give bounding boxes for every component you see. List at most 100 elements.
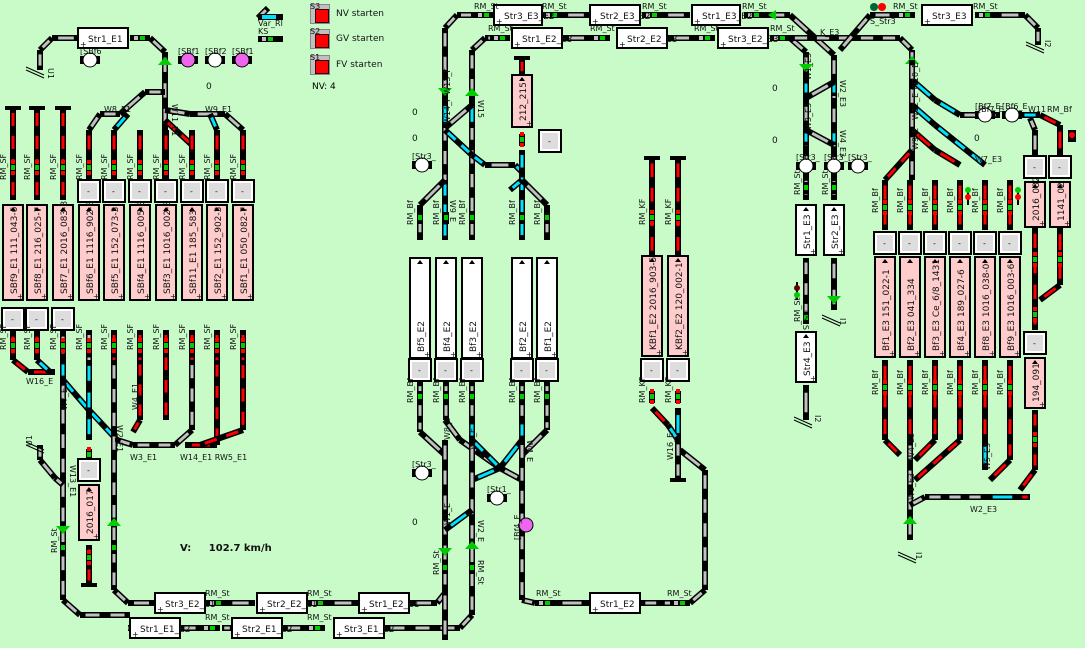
- dash-button-face: [235, 183, 251, 199]
- track-section: [210, 116, 217, 128]
- feedback-led: [883, 391, 887, 395]
- track-block-bf1_e3[interactable]: [874, 256, 896, 358]
- block-label: SBf2_E1 152_902-3: [214, 207, 224, 294]
- block[interactable]: [256, 592, 308, 614]
- track-block-sbf8_e1[interactable]: [26, 204, 48, 301]
- track-block-sbf5_e1[interactable]: [103, 204, 125, 301]
- sensor-icon[interactable]: [826, 158, 842, 174]
- dash-button-face: [106, 183, 122, 199]
- block[interactable]: [129, 617, 181, 639]
- track-label: RM_SF: [203, 323, 212, 350]
- feedback-led: [444, 215, 448, 220]
- track-block-bf3_e3[interactable]: [924, 256, 946, 358]
- plus-icon: +: [41, 292, 48, 301]
- feedback-led: [908, 211, 912, 215]
- block[interactable]: [589, 4, 641, 26]
- block[interactable]: [358, 592, 410, 614]
- feedback-led: [87, 160, 91, 164]
- feedback-led: [190, 349, 194, 353]
- nv-start-control[interactable]: S3 NV starten: [310, 2, 384, 24]
- sensor-icon[interactable]: [234, 52, 250, 68]
- block[interactable]: [493, 4, 543, 26]
- block-label: Str3_E3_E2: [504, 12, 555, 22]
- track-block-sbf3_e1[interactable]: [155, 204, 177, 301]
- sensor-icon[interactable]: [798, 158, 814, 174]
- sensor-icon[interactable]: [977, 107, 993, 123]
- gv-start-button[interactable]: S2: [310, 27, 330, 49]
- feedback-led: [11, 338, 15, 342]
- track-label: RM_SF: [0, 323, 8, 350]
- track-block-bf8_e3[interactable]: [974, 256, 996, 358]
- feedback-led: [87, 561, 91, 565]
- block[interactable]: [616, 27, 668, 49]
- feedback-led: [520, 132, 524, 136]
- track-block-sbf6_e1[interactable]: [78, 204, 100, 301]
- track-label: W10_E: [911, 63, 920, 90]
- block[interactable]: [77, 27, 129, 49]
- track-block-extra[interactable]: [78, 484, 100, 541]
- side-loco-block[interactable]: [1049, 181, 1071, 228]
- sensor-icon[interactable]: [82, 52, 98, 68]
- plus-icon: +: [361, 605, 368, 614]
- block-label: 2016_082: [1032, 176, 1042, 221]
- feedback-led: [883, 205, 887, 210]
- side-loco-block[interactable]: [1024, 181, 1046, 228]
- block[interactable]: [511, 27, 563, 49]
- block[interactable]: [921, 4, 973, 26]
- feedback-led: [35, 349, 39, 353]
- sensor-icon[interactable]: [850, 158, 866, 174]
- block[interactable]: [717, 27, 769, 49]
- sensor-icon[interactable]: [489, 490, 505, 506]
- feedback-led: [87, 555, 91, 560]
- nv-start-button[interactable]: S3: [310, 2, 330, 24]
- plus-icon: +: [336, 630, 343, 639]
- block[interactable]: [691, 4, 741, 26]
- track-label: RM_SF: [203, 153, 212, 180]
- ks-led: [268, 37, 273, 41]
- plus-icon: +: [526, 119, 533, 128]
- track-block-sbf11_e1[interactable]: [181, 204, 203, 301]
- feedback-led: [905, 13, 910, 17]
- sensor-icon[interactable]: [180, 52, 196, 68]
- side-loco-block[interactable]: [1024, 357, 1046, 409]
- block[interactable]: [154, 592, 206, 614]
- block[interactable]: [589, 592, 641, 614]
- track-block-kbf1_e2[interactable]: [641, 255, 663, 357]
- track-block-sbf7_e1[interactable]: [52, 204, 74, 301]
- str2-e3-block[interactable]: [823, 204, 845, 256]
- direction-icon: [882, 259, 888, 263]
- feedback-led: [1033, 312, 1037, 317]
- fv-start-button[interactable]: S1: [310, 53, 330, 75]
- track-block-sbf1_e1[interactable]: [232, 204, 254, 301]
- track-block-sbf9_e1[interactable]: [2, 204, 24, 301]
- str1-e3-block[interactable]: [795, 204, 817, 256]
- direction-icon: [675, 258, 681, 262]
- track-block-sbf4_e1[interactable]: [129, 204, 151, 301]
- sensor-icon[interactable]: [414, 157, 430, 173]
- sensor-icon[interactable]: [1004, 107, 1020, 123]
- fv-start-control[interactable]: S1 FV starten: [310, 53, 382, 75]
- block[interactable]: [333, 617, 385, 639]
- feedback-led: [1033, 307, 1037, 311]
- dash-label: -: [1008, 239, 1011, 248]
- track-block-bf2_e3[interactable]: [899, 256, 921, 358]
- sensor-icon[interactable]: [518, 517, 534, 533]
- track-section: [450, 513, 467, 527]
- gv-start-control[interactable]: S2 GV starten: [310, 27, 384, 49]
- direction-icon: [163, 207, 169, 211]
- block[interactable]: [231, 617, 283, 639]
- track-section: [918, 443, 932, 457]
- track-label: RM_Bf: [533, 378, 542, 403]
- sensor-icon[interactable]: [207, 52, 223, 68]
- feedback-led: [646, 13, 650, 17]
- track-block-sbf2_e1[interactable]: [206, 204, 228, 301]
- track-block-bf9_e3[interactable]: [999, 256, 1021, 358]
- track-block-bf4_e3[interactable]: [949, 256, 971, 358]
- track-block-kbf2_e2[interactable]: [667, 255, 689, 357]
- block-label: Str2_E3_E2: [600, 12, 651, 22]
- block-label: Bf1_E2: [544, 321, 554, 352]
- sensor-icon[interactable]: [414, 465, 430, 481]
- str4-e3-block[interactable]: [795, 331, 817, 383]
- track-block-212[interactable]: [511, 74, 533, 128]
